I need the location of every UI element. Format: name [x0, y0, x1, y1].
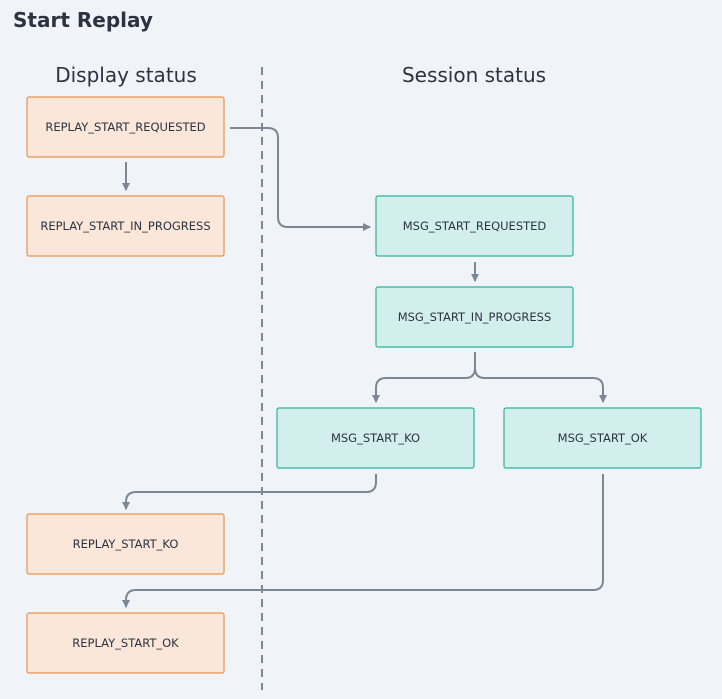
node-replay-start-ko: REPLAY_START_KO: [26, 513, 225, 575]
arrow-session-ok-to-display-ok: [122, 474, 604, 608]
session-column-heading: Session status: [401, 63, 547, 87]
arrow-session-ko-to-display-ko: [122, 474, 377, 510]
node-msg-start-requested: MSG_START_REQUESTED: [375, 195, 574, 257]
node-msg-start-in-progress: MSG_START_IN_PROGRESS: [375, 286, 574, 348]
diagram-title: Start Replay: [13, 8, 153, 32]
node-label: REPLAY_START_KO: [73, 537, 179, 551]
node-msg-start-ko: MSG_START_KO: [276, 407, 475, 469]
node-replay-start-in-progress: REPLAY_START_IN_PROGRESS: [26, 195, 225, 257]
node-replay-start-ok: REPLAY_START_OK: [26, 612, 225, 674]
display-column-heading: Display status: [55, 63, 197, 87]
node-label: REPLAY_START_OK: [72, 636, 179, 650]
node-label: REPLAY_START_IN_PROGRESS: [40, 219, 210, 233]
node-label: MSG_START_IN_PROGRESS: [398, 310, 552, 324]
node-label: MSG_START_REQUESTED: [403, 219, 547, 233]
arrow-session-in-progress-to-ko: [372, 352, 476, 403]
node-label: MSG_START_KO: [331, 431, 420, 445]
node-label: REPLAY_START_REQUESTED: [45, 120, 205, 134]
arrow-session-in-progress-to-ok: [474, 367, 607, 403]
node-msg-start-ok: MSG_START_OK: [503, 407, 702, 469]
node-replay-start-requested: REPLAY_START_REQUESTED: [26, 96, 225, 158]
node-label: MSG_START_OK: [558, 431, 648, 445]
arrow-display-requested-to-session-requested: [230, 127, 371, 231]
